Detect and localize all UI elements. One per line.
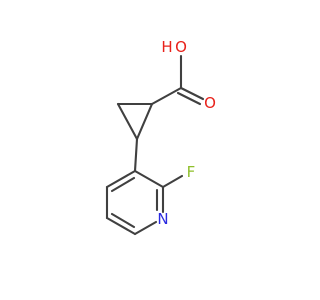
bond-carbonyl-outer [179,86,205,101]
bond-cyclopropane-left [116,102,139,141]
molecule-structure-diagram: H O O F N [105,38,216,236]
bond-pyridine-c4-c3-inner [110,176,136,193]
carbonyl-oxygen-label: O [204,94,216,112]
hydroxyl-oxygen-label: O [175,38,187,56]
bond-cyclopropane-to-pyridine [133,137,139,173]
bond-pyridine-c3-c2 [133,169,165,189]
bond-cyclopropane-right [135,102,154,141]
bond-pyridine-n1-c6 [133,220,158,236]
bond-ring-to-carboxyl [150,86,183,106]
fluorine-label: F [187,163,196,181]
bond-c2-to-fluorine [161,174,184,189]
bond-carbonyl-inner [176,91,202,106]
bond-pyridine-c6-c5-inner [110,212,136,229]
bond-pyridine-c4-c3-outer [105,169,137,189]
nitrogen-label: N [157,210,168,228]
bond-pyridine-c6-c5-outer [105,216,137,236]
hydroxyl-hydrogen-label: H [161,38,172,56]
